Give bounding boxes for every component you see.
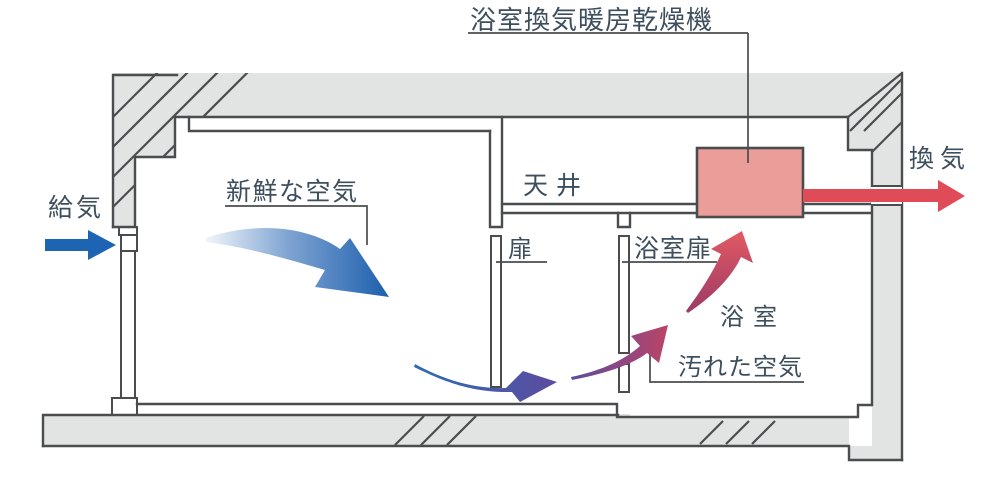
roof-hatch-left: [113, 73, 251, 226]
ventilation-unit: [695, 146, 805, 219]
roof-slab: [113, 73, 902, 118]
floor-line: [135, 402, 873, 419]
supply-air-label: 給気: [48, 193, 104, 222]
right-wall-foundation: [849, 446, 902, 460]
bathroom-hanging-wall: [616, 211, 632, 229]
slab-bottom-edge: [41, 444, 904, 462]
bathroom-label: 浴室: [720, 303, 786, 331]
door-label: 扉: [508, 235, 532, 263]
exhaust-arrow: [803, 180, 965, 212]
ceiling-label: 天井: [523, 171, 589, 200]
left-wall-outline: [111, 73, 179, 229]
fresh-air-arrow: [206, 228, 389, 297]
fresh-air-label: 新鮮な空気: [226, 177, 359, 206]
rising-air-arrow: [686, 231, 753, 313]
supply-air-arrow: [45, 230, 116, 260]
floor-hatch-main: [394, 415, 477, 446]
unit-title: 浴室換気暖房乾燥機: [470, 6, 713, 36]
dirty-air-label: 汚れた空気: [678, 353, 803, 381]
wall-base-block: [111, 397, 138, 416]
bathroom-door-rail: [618, 363, 630, 393]
hall-door: [490, 235, 502, 388]
right-wall-upper: [848, 73, 902, 150]
bathroom-door-panel: [618, 235, 630, 354]
bathroom-door-label: 浴室扉: [634, 234, 712, 263]
partition-wall: [488, 115, 504, 229]
fresh-air-leader: [225, 205, 368, 245]
bathroom-flow-arrow: [571, 325, 668, 380]
roof-hatch-right: [848, 73, 902, 153]
floor-flow-arrow: [414, 364, 557, 402]
structure-outlines: [41, 71, 904, 462]
left-wall-stud: [120, 250, 136, 399]
living-ceiling-line: [187, 115, 492, 133]
supply-vent: [120, 234, 138, 252]
right-wall-inner: [846, 115, 874, 407]
exhaust-label: 換気: [909, 144, 971, 173]
floor-hatch-bathroom: [699, 420, 776, 445]
left-wall-lower: [113, 157, 135, 227]
slab-top-edge: [41, 413, 620, 448]
